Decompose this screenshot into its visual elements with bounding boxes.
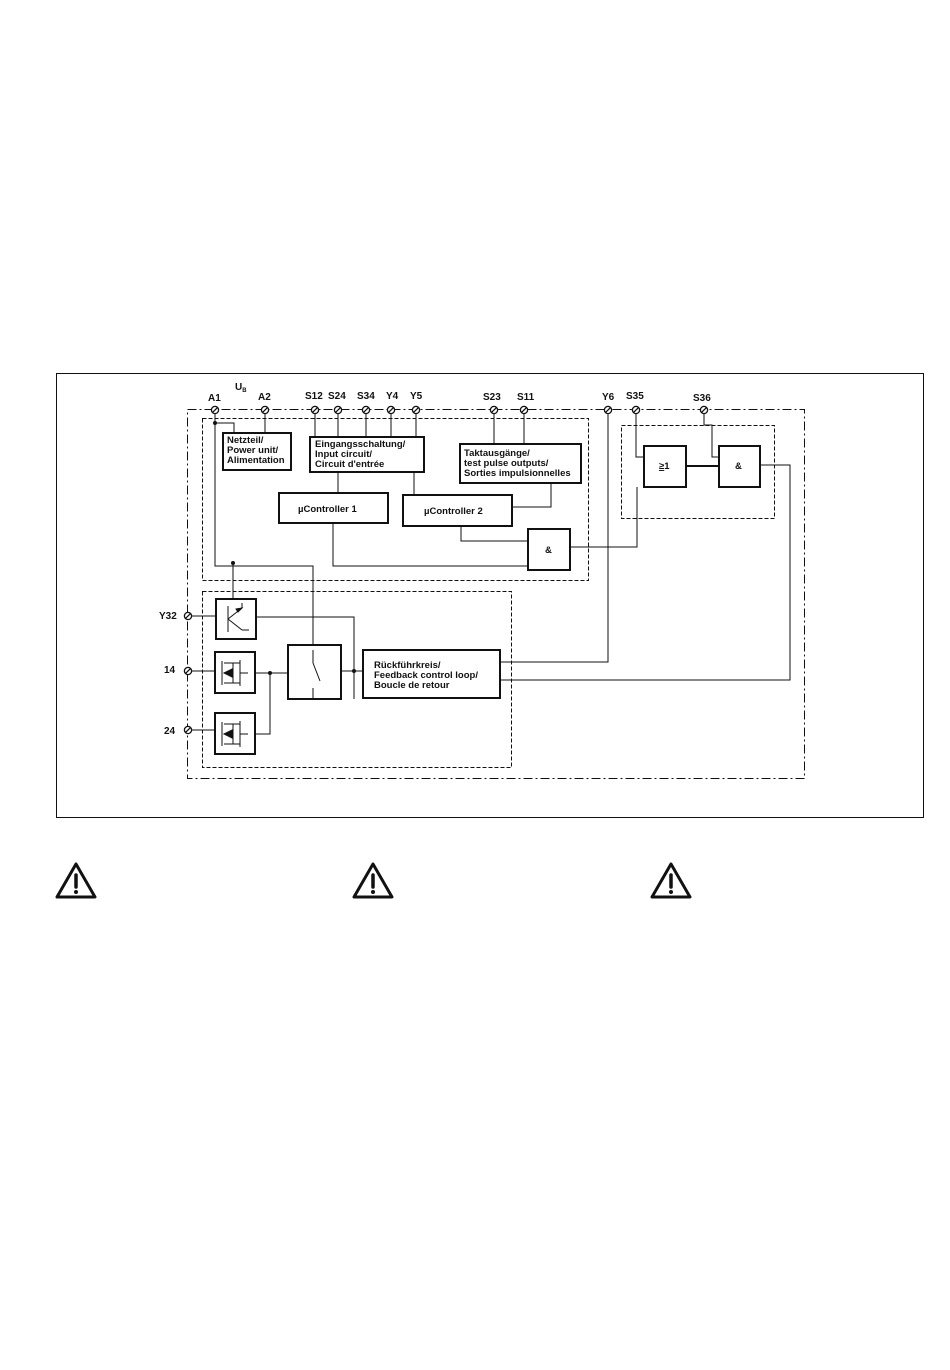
terminal-s11-label: S11 (517, 392, 535, 403)
semiconductor-output-y32 (216, 599, 256, 639)
terminal-y6-label: Y6 (602, 392, 615, 403)
terminal-24-label: 24 (164, 726, 176, 737)
terminal-s12-label: S12 (305, 391, 323, 402)
mosfet-output-24 (215, 713, 255, 754)
terminal-a1-label: A1 (208, 393, 221, 404)
and-gate-2-label: & (735, 461, 742, 472)
terminal-y5-label: Y5 (410, 391, 423, 402)
warning-triangle-icon (649, 861, 693, 901)
ucontroller-1-label: µController 1 (298, 504, 358, 515)
terminal-a2-label: A2 (258, 392, 271, 403)
terminal-s23-label: S23 (483, 392, 501, 403)
and-gate-1-label: & (545, 545, 552, 556)
supply-label: UB (235, 382, 247, 394)
ucontroller-2-label: µController 2 (424, 506, 483, 517)
terminal-s36-label: S36 (693, 393, 711, 404)
mosfet-output-14 (215, 652, 255, 693)
terminal-s24-label: S24 (328, 391, 346, 402)
warning-triangle-icon (351, 861, 395, 901)
terminal-s35-label: S35 (626, 391, 644, 402)
warning-triangle-icon (54, 861, 98, 901)
terminal-14-label: 14 (164, 665, 176, 676)
relay-switch-block (288, 645, 341, 699)
terminal-y32-label: Y32 (159, 611, 177, 622)
terminal-y4-label: Y4 (386, 391, 399, 402)
terminal-s34-label: S34 (357, 391, 375, 402)
or-gate-label: ≥1 (659, 461, 670, 472)
diagram-frame (57, 374, 924, 818)
